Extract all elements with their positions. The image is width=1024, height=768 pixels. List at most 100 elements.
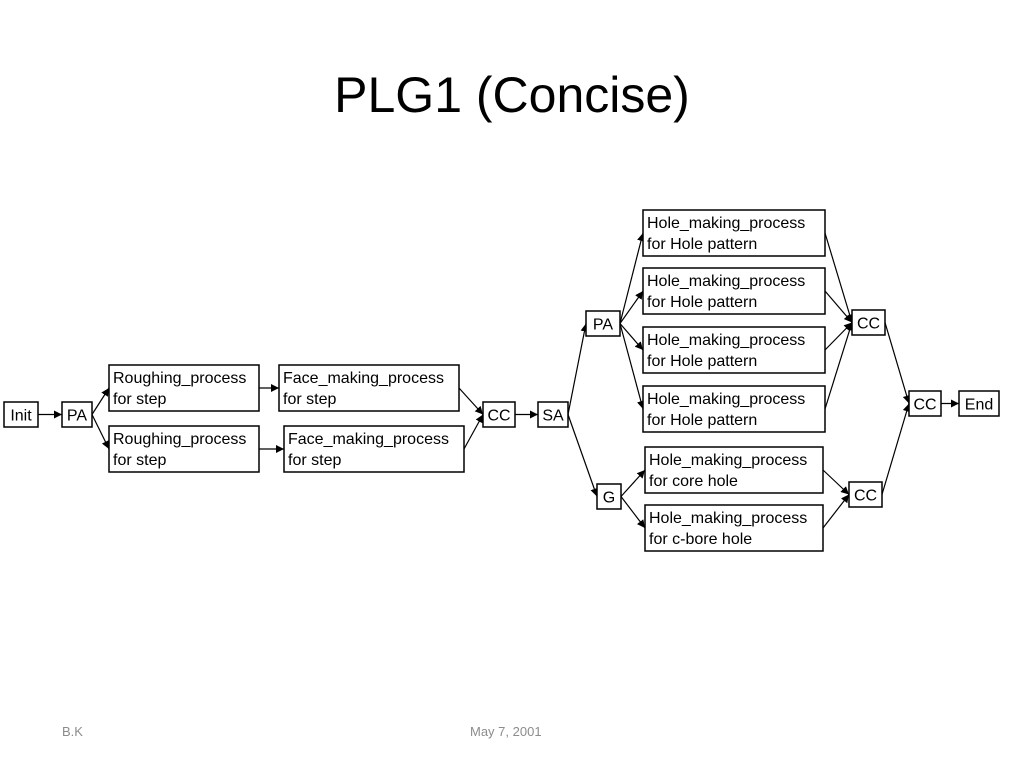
node-label: G (603, 490, 615, 507)
edge-arrow (619, 323, 644, 351)
edge-arrow (619, 232, 645, 324)
edge-sa-to-g (567, 414, 599, 497)
node-label: for Hole pattern (647, 236, 757, 253)
node-box (585, 310, 621, 337)
edge-pa2-to-hole3 (619, 323, 644, 351)
node-cc3: CC (848, 481, 883, 508)
node-box (3, 401, 39, 428)
node-sa: SA (537, 401, 569, 428)
node-box (642, 209, 826, 257)
node-box (596, 483, 622, 510)
node-label: for step (283, 391, 336, 408)
node-label: CC (857, 316, 880, 333)
node-label: CC (913, 397, 936, 414)
edge-g-to-core (620, 469, 646, 497)
edge-cc2-to-cc4 (884, 322, 911, 404)
edge-arrow (620, 469, 646, 497)
edge-arrow (884, 322, 911, 404)
node-cc1: CC (482, 401, 516, 428)
edge-arrow (881, 403, 911, 495)
node-end: End (958, 390, 1000, 417)
footer-author: B.K (62, 724, 83, 739)
node-label: for step (113, 452, 166, 469)
edge-pa1-to-rough2 (91, 414, 110, 450)
edge-face1-to-cc1 (458, 387, 484, 415)
node-box (642, 326, 826, 374)
node-box (642, 267, 826, 315)
edge-hole2-to-cc2 (824, 290, 853, 323)
edge-cc3-to-cc4 (881, 403, 911, 495)
edge-pa2-to-hole2 (619, 290, 644, 324)
edge-arrow (824, 290, 853, 323)
node-box (908, 390, 942, 417)
edge-arrow (91, 414, 110, 450)
node-pa2: PA (585, 310, 621, 337)
node-label: PA (593, 317, 613, 334)
node-label: Roughing_process (113, 431, 246, 448)
edge-arrow (91, 387, 110, 415)
node-box (644, 446, 824, 494)
node-label: Hole_making_process (647, 273, 805, 290)
node-box (537, 401, 569, 428)
edge-arrow (822, 469, 850, 495)
edge-sa-to-pa2 (567, 323, 589, 415)
node-box (482, 401, 516, 428)
edge-arrow (620, 496, 646, 529)
edge-pa2-to-hole1 (619, 232, 645, 324)
node-label: for step (288, 452, 341, 469)
node-cc2: CC (851, 309, 886, 336)
node-label: End (965, 397, 993, 414)
node-label: Hole_making_process (649, 452, 807, 469)
edge-arrow (822, 494, 850, 529)
node-pa1: PA (61, 401, 93, 428)
edge-arrow (619, 290, 644, 324)
edge-g-to-cbore (620, 496, 646, 529)
node-box (61, 401, 93, 428)
node-label: for Hole pattern (647, 412, 757, 429)
edge-hole4-to-cc2 (824, 322, 854, 410)
node-label: CC (487, 408, 510, 425)
edge-pa1-to-rough1 (91, 387, 110, 415)
node-label: Face_making_process (288, 431, 449, 448)
node-label: CC (854, 488, 877, 505)
node-box (958, 390, 1000, 417)
edge-arrow (567, 414, 599, 497)
edge-pa2-to-hole4 (619, 323, 645, 410)
edge-arrow (824, 322, 854, 410)
edge-arrow (824, 232, 854, 323)
node-box (851, 309, 886, 336)
edge-arrow (458, 387, 484, 415)
node-label: Hole_making_process (647, 332, 805, 349)
footer-date: May 7, 2001 (470, 724, 542, 739)
node-box (108, 425, 260, 473)
node-box (278, 364, 460, 412)
node-box (108, 364, 260, 412)
node-label: SA (542, 408, 564, 425)
node-label: for Hole pattern (647, 353, 757, 370)
node-label: Hole_making_process (649, 510, 807, 527)
edge-face2-to-cc1 (463, 414, 484, 450)
node-label: for c-bore hole (649, 531, 752, 548)
edge-arrow (567, 323, 589, 415)
edge-arrow (463, 414, 484, 450)
edge-hole1-to-cc2 (824, 232, 854, 323)
node-label: Init (10, 408, 32, 425)
node-label: Face_making_process (283, 370, 444, 387)
node-label: for core hole (649, 473, 738, 490)
node-cc4: CC (908, 390, 942, 417)
node-label: PA (67, 408, 87, 425)
node-box (283, 425, 465, 473)
node-init: Init (3, 401, 39, 428)
slide-title: PLG1 (Concise) (334, 67, 690, 123)
